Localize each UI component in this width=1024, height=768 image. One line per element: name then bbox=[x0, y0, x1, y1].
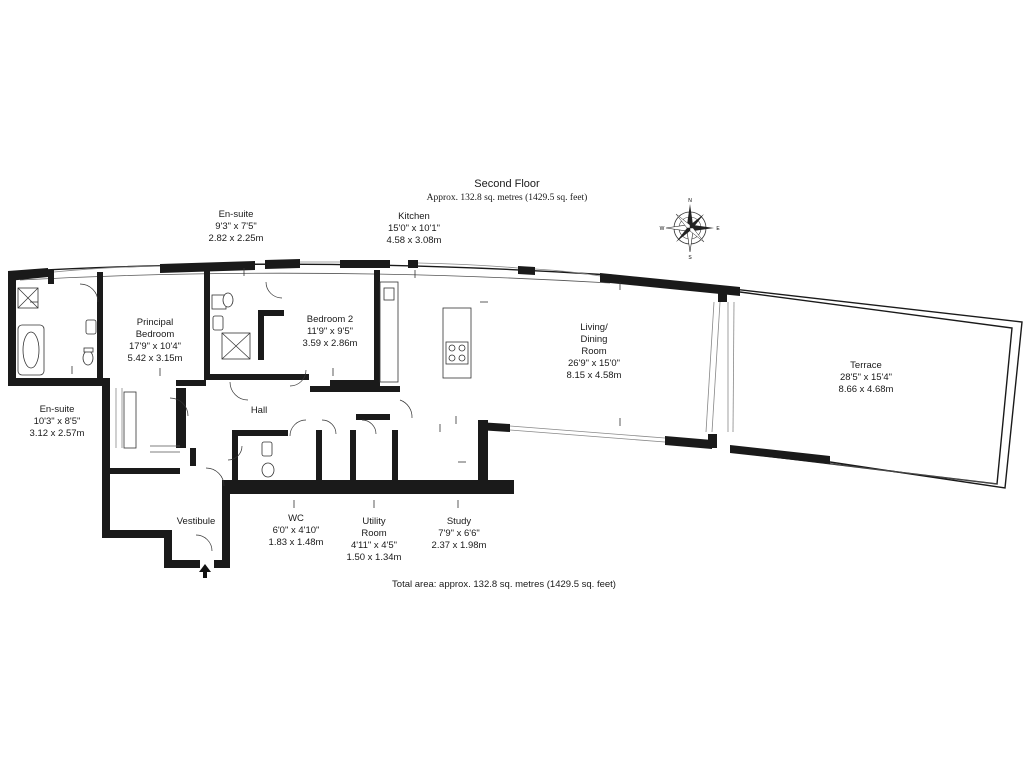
room-name-line1: Principal bbox=[137, 317, 173, 328]
room-wc: WC 6'0" x 4'10" 1.83 x 1.48m bbox=[269, 513, 324, 548]
room-study: Study 7'9" x 6'6" 2.37 x 1.98m bbox=[432, 516, 487, 551]
room-living-dining: Living/ Dining Room 26'9" x 15'0" 8.15 x… bbox=[567, 322, 622, 381]
toilet-icon bbox=[82, 350, 94, 366]
floor-area: Approx. 132.8 sq. metres (1429.5 sq. fee… bbox=[427, 192, 588, 203]
room-name-line2: Dining bbox=[581, 334, 608, 345]
room-ensuite-left: En-suite 10'3" x 8'5" 3.12 x 2.57m bbox=[30, 404, 85, 439]
wall-markers bbox=[30, 268, 621, 508]
room-name: Study bbox=[447, 516, 472, 527]
room-utility: Utility Room 4'11" x 4'5" 1.50 x 1.34m bbox=[347, 516, 402, 563]
room-name: WC bbox=[288, 513, 304, 524]
room-size-imperial: 17'9" x 10'4" bbox=[129, 341, 181, 352]
basin-icon bbox=[85, 319, 97, 335]
room-size-metric: 3.12 x 2.57m bbox=[30, 428, 85, 439]
room-size-metric: 1.83 x 1.48m bbox=[269, 537, 324, 548]
room-name: Vestibule bbox=[177, 516, 216, 527]
room-terrace: Terrace 28'5" x 15'4" 8.66 x 4.68m bbox=[839, 360, 894, 395]
room-size-imperial: 9'3" x 7'5" bbox=[215, 221, 257, 232]
room-ensuite-upper: En-suite 9'3" x 7'5" 2.82 x 2.25m bbox=[209, 209, 264, 244]
room-bedroom-2: Bedroom 2 11'9" x 9'5" 3.59 x 2.86m bbox=[303, 314, 358, 349]
room-size-metric: 4.58 x 3.08m bbox=[387, 235, 442, 246]
room-name: En-suite bbox=[219, 209, 254, 220]
room-size-imperial: 15'0" x 10'1" bbox=[388, 223, 440, 234]
room-size-imperial: 7'9" x 6'6" bbox=[438, 528, 480, 539]
room-size-metric: 1.50 x 1.34m bbox=[347, 552, 402, 563]
room-vestibule: Vestibule bbox=[177, 516, 216, 527]
compass-letter-s: S bbox=[688, 255, 692, 261]
room-name: Terrace bbox=[850, 360, 882, 371]
room-size-metric: 2.82 x 2.25m bbox=[209, 233, 264, 244]
room-size-imperial: 10'3" x 8'5" bbox=[34, 416, 81, 427]
room-name-line3: Room bbox=[581, 346, 606, 357]
room-name: Kitchen bbox=[398, 211, 430, 222]
total-area: Total area: approx. 132.8 sq. metres (14… bbox=[392, 579, 616, 590]
room-size-metric: 5.42 x 3.15m bbox=[128, 353, 183, 364]
windows bbox=[53, 261, 735, 448]
fixtures bbox=[17, 281, 472, 478]
room-size-metric: 8.15 x 4.58m bbox=[567, 370, 622, 381]
room-size-imperial: 28'5" x 15'4" bbox=[840, 372, 892, 383]
room-size-imperial: 6'0" x 4'10" bbox=[273, 525, 320, 536]
room-principal-bedroom: Principal Bedroom 17'9" x 10'4" 5.42 x 3… bbox=[128, 317, 183, 364]
floor-title: Second Floor bbox=[474, 178, 540, 190]
compass-letter-n: N bbox=[688, 198, 692, 204]
door-swings bbox=[79, 281, 413, 552]
room-size-imperial: 4'11" x 4'5" bbox=[351, 540, 397, 551]
hob-icon bbox=[445, 341, 469, 365]
compass-rose-icon: N E S W bbox=[660, 198, 721, 261]
room-name-line1: Utility bbox=[362, 516, 385, 527]
room-name-line2: Bedroom bbox=[136, 329, 175, 340]
room-hall: Hall bbox=[251, 405, 267, 416]
room-size-metric: 2.37 x 1.98m bbox=[432, 540, 487, 551]
room-kitchen: Kitchen 15'0" x 10'1" 4.58 x 3.08m bbox=[387, 211, 442, 246]
room-size-metric: 3.59 x 2.86m bbox=[303, 338, 358, 349]
walls bbox=[8, 259, 830, 568]
room-name: Bedroom 2 bbox=[307, 314, 353, 325]
room-name-line2: Room bbox=[361, 528, 386, 539]
compass-letter-w: W bbox=[660, 226, 665, 232]
compass-letter-e: E bbox=[716, 226, 720, 232]
room-name: En-suite bbox=[40, 404, 75, 415]
room-name: Hall bbox=[251, 405, 267, 416]
room-size-imperial: 11'9" x 9'5" bbox=[307, 326, 353, 337]
entrance-arrow-icon bbox=[199, 564, 211, 578]
room-name-line1: Living/ bbox=[580, 322, 608, 333]
room-size-metric: 8.66 x 4.68m bbox=[839, 384, 894, 395]
room-size-imperial: 26'9" x 15'0" bbox=[568, 358, 620, 369]
